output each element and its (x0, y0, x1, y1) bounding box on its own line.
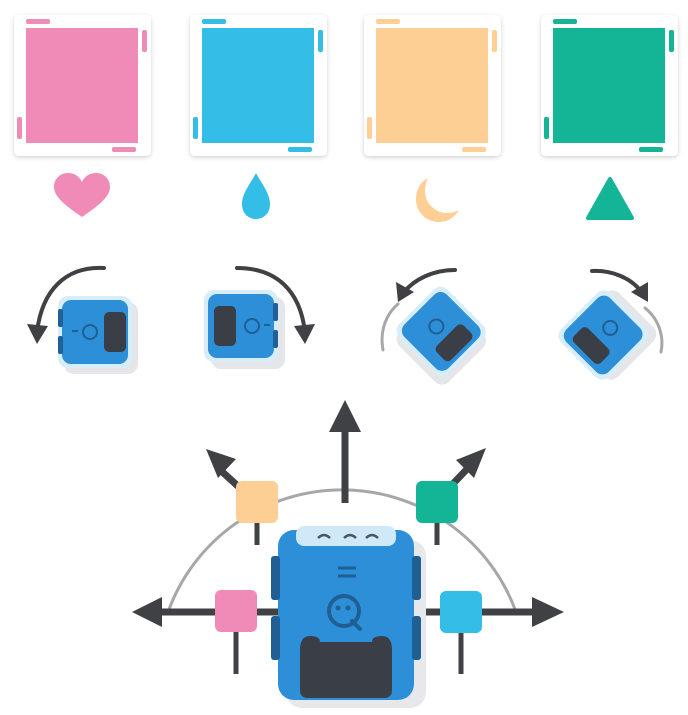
rotate-right-45 (554, 271, 662, 388)
color-card-green (541, 15, 678, 156)
rotate-left-45 (382, 270, 494, 389)
mini-robot (58, 296, 138, 374)
rotate-arc (382, 304, 398, 350)
color-card-pink (14, 15, 151, 156)
marker-green (416, 481, 458, 545)
drop-icon (242, 173, 270, 219)
mini-robot (204, 290, 285, 369)
rotate-arrow (592, 271, 640, 290)
rotate-arrow (404, 270, 455, 292)
forward-left-arrowhead-icon (206, 449, 236, 478)
color-card-blue (190, 15, 327, 156)
rotate-arrowhead-icon (27, 324, 48, 344)
right-arrowhead-icon (532, 597, 564, 627)
rotate-arrowhead-icon (294, 324, 315, 344)
left-arrow (132, 597, 282, 627)
moon-icon (416, 178, 459, 222)
marker-blue (440, 591, 482, 674)
rotate-right-90 (204, 268, 315, 369)
forward-arrow (329, 400, 361, 503)
left-arrowhead-icon (132, 597, 162, 627)
rotate-left-90 (27, 268, 138, 374)
triangle-icon (588, 179, 632, 218)
main-robot (271, 526, 426, 708)
mini-robot (388, 283, 494, 389)
robot-sensor-panel (300, 636, 392, 698)
color-card-orange (364, 15, 501, 156)
marker-orange (236, 481, 278, 545)
marker-pink (215, 590, 257, 674)
right-arrow (406, 597, 564, 627)
forward-arrowhead-icon (329, 400, 361, 432)
heart-icon (54, 173, 110, 217)
